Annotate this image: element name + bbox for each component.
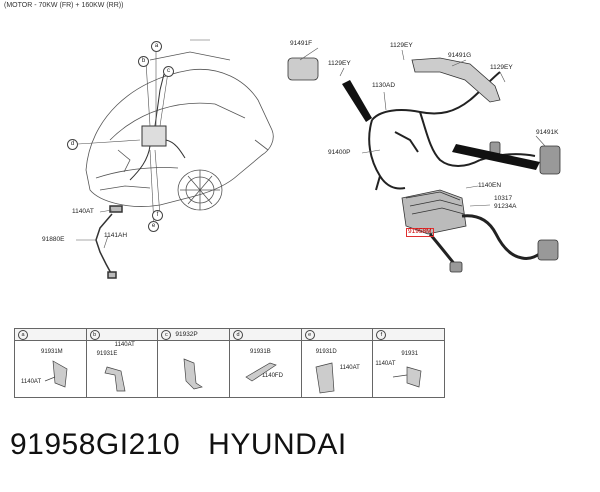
label-1129EY-right: 1129EY bbox=[490, 64, 513, 71]
label-10317: 10317 bbox=[494, 195, 513, 202]
bracket-a-drawing bbox=[44, 360, 68, 388]
circle-marker-b: b bbox=[138, 56, 149, 67]
bracket-e-drawing bbox=[315, 362, 335, 394]
label-1130AD: 1130AD bbox=[372, 82, 396, 89]
parts-diagram-artwork bbox=[76, 39, 561, 279]
car-outline-drawing bbox=[85, 51, 274, 211]
table-header-d: d bbox=[230, 329, 302, 340]
part-label: 1140AT bbox=[21, 379, 42, 385]
label-91400P: 91400P bbox=[328, 149, 351, 156]
label-91880E: 91880E bbox=[42, 236, 65, 243]
hv-connector-parts bbox=[449, 141, 561, 273]
bracket-f-drawing bbox=[393, 366, 422, 388]
bracket-d-drawing bbox=[245, 362, 277, 382]
table-cell-e: 91931D 1140AT bbox=[302, 341, 374, 397]
circle-marker-e: e bbox=[148, 221, 159, 232]
circle-marker-f: f bbox=[152, 210, 163, 221]
bracket-c-drawing bbox=[183, 358, 204, 390]
part-label: 91931 bbox=[401, 351, 419, 357]
circle-marker-a-top: a bbox=[151, 41, 162, 52]
table-cell-f: 91931 1140AT bbox=[373, 341, 444, 397]
label-1140AT: 1140AT bbox=[72, 208, 94, 215]
circle-marker-c: c bbox=[163, 66, 174, 77]
bracket-b-drawing bbox=[104, 366, 126, 392]
subassembly-table-body: 91931M 1140AT 1140AT 91931E 91931B 1140F… bbox=[15, 341, 444, 397]
part-label: 91931E bbox=[96, 351, 118, 357]
part-number: 91958GI210 bbox=[10, 428, 181, 461]
label-1140EN: 1140EN bbox=[478, 182, 502, 189]
part-label: 1140AT bbox=[114, 342, 135, 348]
label-91491K: 91491K bbox=[536, 129, 559, 136]
label-1141AH: 1141AH bbox=[104, 232, 128, 239]
label-91491G: 91491G bbox=[448, 52, 472, 59]
callout-leader-lines bbox=[77, 39, 210, 227]
footer-title: 91958GI210 HYUNDAI bbox=[10, 428, 375, 462]
part-label: 91931D bbox=[315, 349, 337, 355]
part-label: 91931M bbox=[41, 349, 63, 355]
circle-f-icon: f bbox=[376, 329, 387, 340]
main-wiring-harness bbox=[368, 71, 536, 191]
table-header-e: e bbox=[302, 329, 374, 340]
table-header-b: b bbox=[87, 329, 159, 340]
label-1129EY-left: 1129EY bbox=[328, 60, 351, 67]
part-label: 91931B bbox=[250, 349, 271, 355]
harness-upper-cover bbox=[287, 57, 501, 103]
table-cell-c bbox=[158, 341, 231, 397]
table-header-f: f bbox=[373, 329, 444, 340]
table-cell-a: 91931M 1140AT bbox=[15, 341, 87, 397]
circle-b-icon: b bbox=[89, 329, 100, 340]
pointer-arrows bbox=[342, 80, 540, 170]
diagram-header: (MOTOR - 70KW (FR) + 160KW (RR)) bbox=[4, 2, 124, 9]
circle-c-icon: c bbox=[161, 329, 172, 340]
lower-cable-assembly bbox=[95, 205, 123, 279]
table-header-a: a bbox=[15, 329, 87, 340]
brand-name: HYUNDAI bbox=[208, 428, 347, 461]
part-label: 1140AT bbox=[339, 365, 360, 371]
label-91958M-highlighted: 91958M bbox=[406, 228, 434, 237]
inverter-junction-box bbox=[401, 189, 467, 235]
table-cell-d: 91931B 1140FD bbox=[230, 341, 302, 397]
table-cell-b: 1140AT 91931E bbox=[87, 341, 159, 397]
engine-bay-harness bbox=[129, 69, 186, 181]
leader-lines-right bbox=[76, 47, 546, 249]
circle-d-icon: d bbox=[233, 329, 244, 340]
label-91234A: 91234A bbox=[494, 203, 517, 210]
label-91491F: 91491F bbox=[290, 40, 313, 47]
part-label: 1140AT bbox=[375, 361, 396, 367]
circle-e-icon: e bbox=[304, 329, 315, 340]
circle-marker-d: d bbox=[67, 139, 78, 150]
part-label: 1140FD bbox=[262, 373, 283, 379]
circle-a-icon: a bbox=[18, 329, 28, 340]
label-1129EY-top: 1129EY bbox=[390, 42, 413, 49]
